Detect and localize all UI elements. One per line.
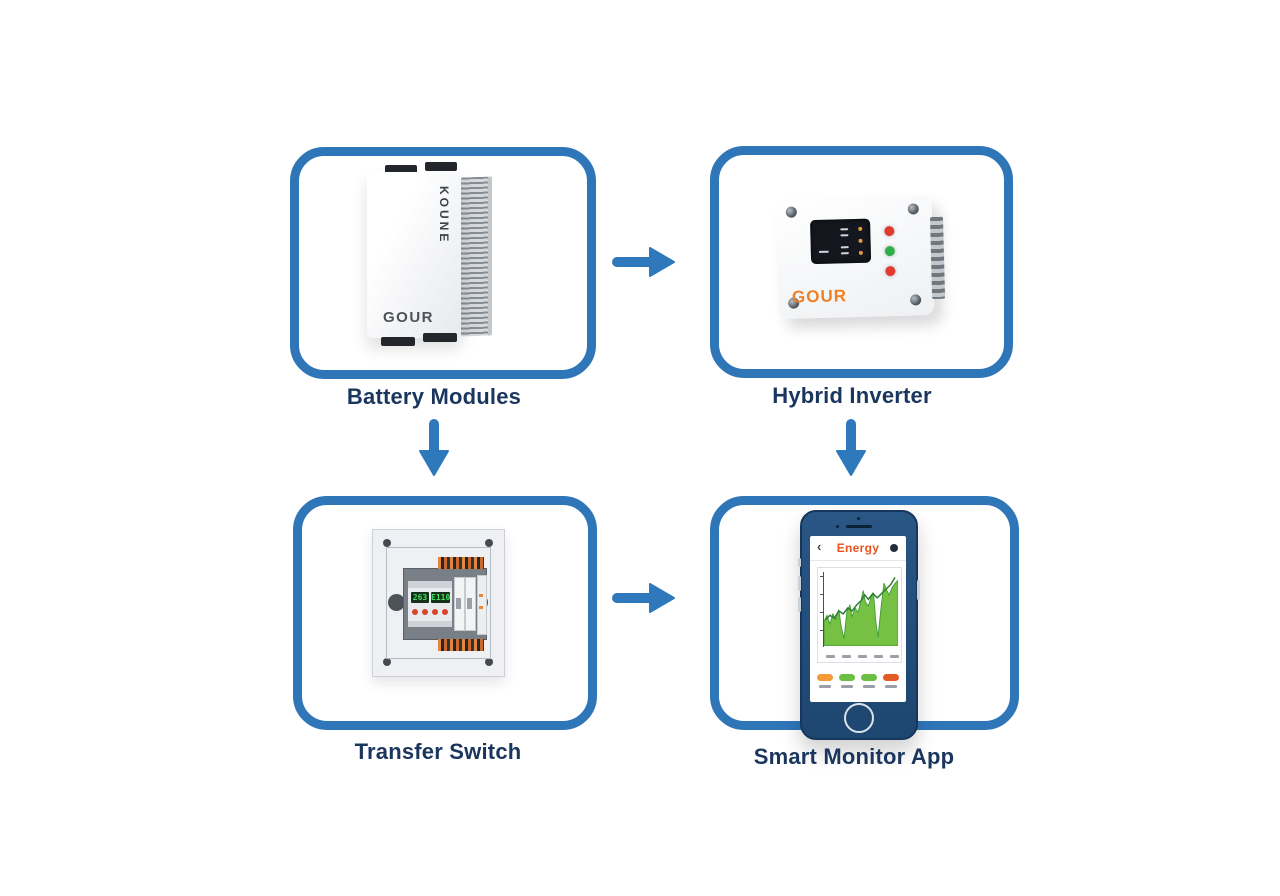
switch-display-right: E110	[431, 592, 451, 603]
transfer-switch-box: 263 E110	[293, 496, 597, 730]
phone-side-button	[917, 580, 920, 600]
transfer-switch-label: Transfer Switch	[354, 739, 522, 764]
breaker-module: 263 E110	[408, 581, 452, 627]
app-title: Energy	[836, 541, 880, 555]
phone-side-button	[798, 597, 801, 612]
status-led-red	[885, 265, 896, 277]
chart-x-tick-labels	[826, 655, 899, 658]
screw-icon	[485, 658, 493, 666]
status-led-green	[884, 245, 895, 257]
battery-heatsink-fins	[461, 176, 492, 337]
screw-icon	[485, 539, 493, 547]
battery-modules-label: Battery Modules	[346, 384, 522, 409]
back-chevron-icon: ‹	[817, 539, 822, 554]
battery-module-illustration: KOUNE GOUR	[363, 162, 503, 346]
hybrid-inverter-box: GOUR	[710, 146, 1013, 378]
battery-front-brand-text: GOUR	[383, 309, 434, 326]
energy-area-chart	[824, 577, 898, 646]
phone-screen: ‹ Energy	[810, 536, 906, 702]
hybrid-inverter-label: Hybrid Inverter	[772, 383, 932, 408]
battery-bottom-foot	[381, 337, 415, 346]
legend-pill-orange	[817, 674, 833, 681]
legend-pill-green	[861, 674, 877, 681]
camera-icon	[857, 517, 860, 520]
arrow-down-icon	[836, 419, 866, 476]
chart-y-axis	[823, 572, 824, 647]
speaker-slot	[846, 525, 872, 528]
switch-display-left: 263	[411, 592, 429, 603]
smartphone-illustration: ‹ Energy	[798, 510, 920, 740]
legend-pill-red	[883, 674, 899, 681]
screw-icon	[907, 203, 919, 215]
breaker-switch	[465, 577, 476, 631]
panel-window: 263 E110	[403, 557, 487, 651]
panel-knockout	[388, 594, 405, 611]
battery-front-face: KOUNE GOUR	[367, 172, 461, 338]
menu-dot-icon	[890, 544, 898, 552]
app-legend-buttons	[814, 674, 902, 688]
battery-modules-box: KOUNE GOUR	[290, 147, 596, 379]
inverter-heatsink-fins	[929, 216, 946, 299]
wiring-bundle	[438, 557, 484, 569]
camera-icon	[836, 525, 839, 528]
battery-bottom-foot	[423, 333, 457, 342]
phone-side-button	[798, 558, 801, 567]
battery-top-bracket	[425, 162, 457, 171]
din-module	[477, 575, 487, 635]
battery-top-bracket	[385, 165, 417, 174]
arrow-right-icon	[612, 583, 675, 613]
energy-chart-card	[817, 567, 902, 663]
wiring-bundle	[438, 639, 484, 651]
screw-icon	[383, 539, 391, 547]
panel-inner-frame	[386, 547, 491, 659]
status-led-red	[884, 225, 895, 237]
screw-icon	[910, 294, 922, 306]
inverter-lcd-display	[810, 218, 872, 265]
arrow-down-icon	[419, 419, 449, 476]
home-button	[844, 703, 874, 733]
hybrid-inverter-illustration: GOUR	[775, 194, 946, 320]
arrow-right-icon	[612, 247, 675, 277]
smart-monitor-app-label: Smart Monitor App	[753, 744, 955, 769]
transfer-switch-illustration: 263 E110	[372, 529, 505, 677]
breaker-switch	[454, 577, 465, 631]
battery-side-brand-text: KOUNE	[437, 186, 451, 245]
screw-icon	[785, 206, 797, 218]
screw-icon	[383, 658, 391, 666]
legend-pill-green	[839, 674, 855, 681]
phone-side-button	[798, 576, 801, 591]
inverter-brand-text: GOUR	[791, 286, 848, 307]
app-header: ‹ Energy	[810, 536, 906, 561]
inverter-body: GOUR	[775, 194, 946, 320]
